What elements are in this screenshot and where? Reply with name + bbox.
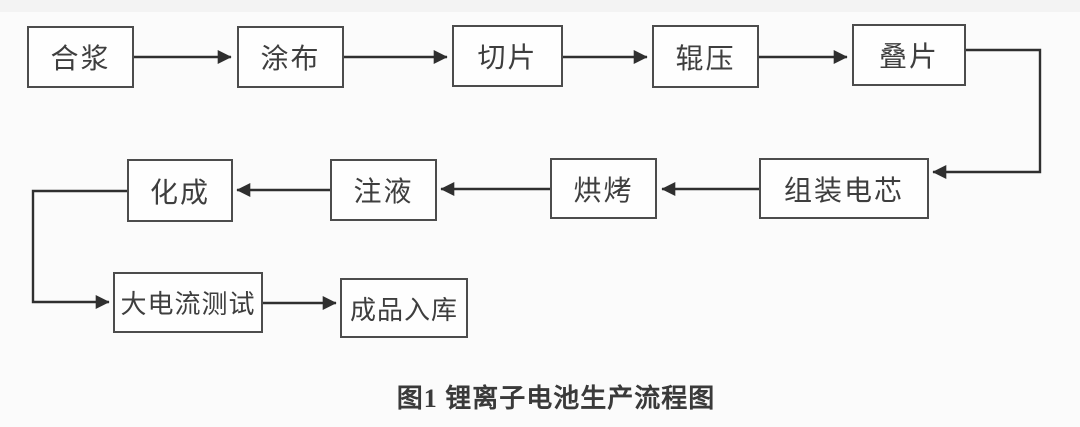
flow-node-high-current-test: 大电流测试 — [113, 272, 263, 333]
flow-node-baking: 烘烤 — [550, 158, 657, 219]
figure-caption: 图1 锂离子电池生产流程图 — [396, 384, 716, 413]
flow-node-mixing: 合浆 — [27, 26, 134, 88]
flow-node-roll-pressing: 辊压 — [652, 25, 759, 88]
flow-node-finished-product-warehousing: 成品入库 — [340, 278, 468, 338]
arrow-stacking-to-cell-assembly — [932, 48, 1042, 179]
flow-node-stacking: 叠片 — [852, 24, 966, 86]
flow-node-cutting: 切片 — [452, 25, 563, 87]
arrow-formation-to-high-current-test — [31, 189, 127, 309]
flow-node-formation: 化成 — [127, 159, 233, 222]
flow-node-cell-assembly: 组装电芯 — [759, 158, 929, 219]
flow-node-coating: 涂布 — [237, 26, 344, 88]
flow-node-electrolyte-filling: 注液 — [330, 159, 437, 221]
